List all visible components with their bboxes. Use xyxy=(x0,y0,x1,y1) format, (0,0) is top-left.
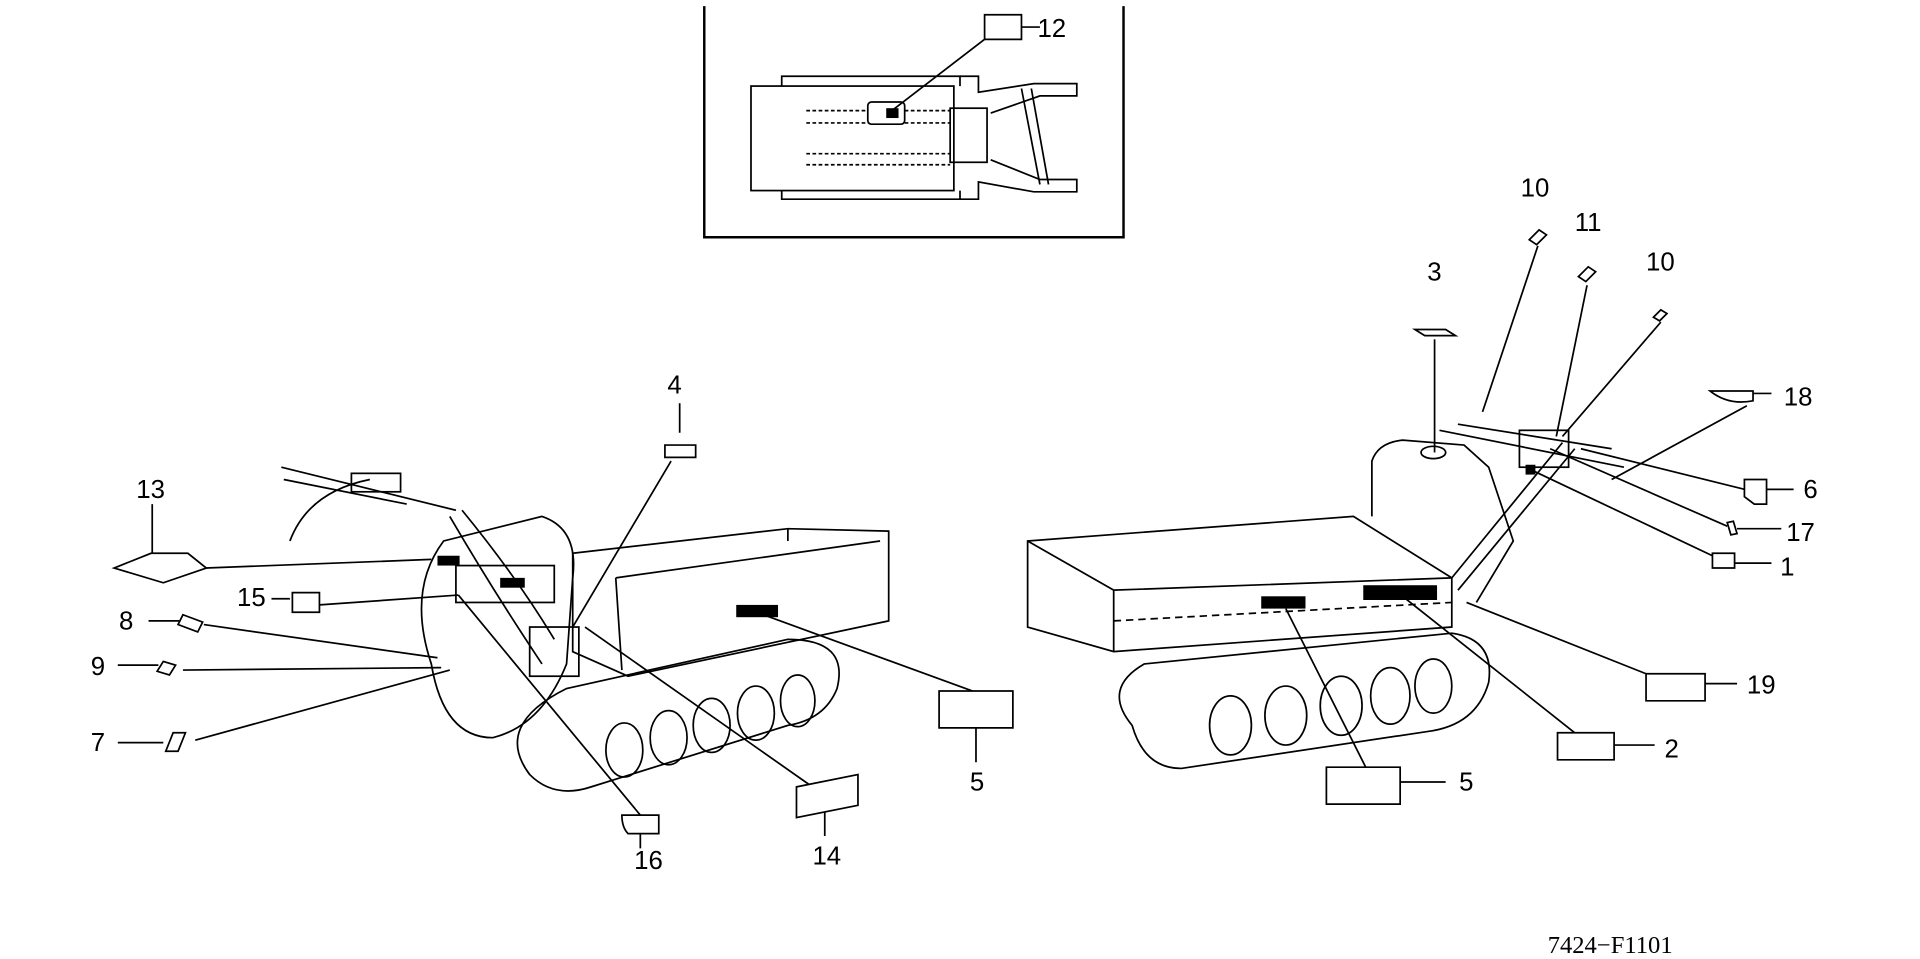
callout-1: 1 xyxy=(1525,466,1794,581)
label-part-icon xyxy=(1556,731,1615,761)
callout-18: 18 xyxy=(1611,384,1813,481)
callout-number: 12 xyxy=(1037,15,1066,43)
label-part-icon xyxy=(176,613,204,634)
label-part-icon xyxy=(938,690,1014,729)
leader-line xyxy=(1525,466,1772,564)
leader-line xyxy=(271,594,459,606)
label-part-icon xyxy=(1645,672,1706,702)
callout-number: 7 xyxy=(91,729,105,757)
callout-7: 7 xyxy=(91,669,450,757)
label-part-icon xyxy=(111,552,209,584)
label-part-icon xyxy=(164,731,187,753)
callout-number: 11 xyxy=(1575,209,1602,237)
label-part-icon xyxy=(983,13,1023,41)
label-part-icon xyxy=(1652,308,1669,322)
callout-10a: 10 xyxy=(1481,175,1550,413)
label-part-icon xyxy=(291,591,321,614)
drawing-code: 7424−F1101 xyxy=(1548,932,1673,959)
leader-line xyxy=(148,620,438,659)
callout-2: 2 xyxy=(1402,595,1679,763)
leader-line xyxy=(1580,447,1794,491)
label-part-icon xyxy=(621,814,660,835)
callout-5b: 5 xyxy=(762,613,1014,797)
label-part-icon xyxy=(1325,766,1402,805)
callout-number: 10 xyxy=(1646,248,1675,276)
label-part-icon xyxy=(1711,552,1736,569)
callout-number: 17 xyxy=(1786,519,1815,547)
label-part-icon xyxy=(1726,520,1739,536)
leader-line xyxy=(1561,321,1662,438)
callout-15: 15 xyxy=(237,584,459,614)
leader-line xyxy=(1481,245,1539,413)
leader-line xyxy=(762,613,977,763)
callout-17: 17 xyxy=(1549,447,1815,547)
leader-line xyxy=(151,504,432,569)
callout-number: 18 xyxy=(1784,384,1813,412)
leader-line xyxy=(457,594,642,849)
callout-13: 13 xyxy=(111,476,432,584)
left-machine-drawing xyxy=(281,466,890,792)
callout-11: 11 xyxy=(1555,209,1602,437)
callout-number: 5 xyxy=(1459,769,1473,797)
callout-number: 3 xyxy=(1427,258,1441,286)
label-part-icon xyxy=(1577,265,1597,283)
right-machine-drawing xyxy=(1026,423,1625,770)
leader-line xyxy=(1549,447,1782,530)
callout-9: 9 xyxy=(91,653,442,681)
callout-number: 16 xyxy=(634,847,663,875)
leader-line xyxy=(117,664,442,671)
callout-layer: 12 10 11 10 3 18 6 17 1 19 2 5 5 4 13 15 89 7 16 14 xyxy=(91,13,1818,875)
callout-12: 12 xyxy=(888,13,1066,114)
callout-number: 5 xyxy=(970,769,984,797)
callout-19: 19 xyxy=(1466,601,1776,702)
leader-line xyxy=(571,403,681,628)
callout-number: 9 xyxy=(91,653,105,681)
label-part-icon xyxy=(1411,328,1459,337)
callout-3: 3 xyxy=(1411,258,1459,453)
leader-line xyxy=(117,669,450,744)
leader-line xyxy=(888,26,1040,114)
label-part-icon xyxy=(1707,390,1754,403)
leader-line xyxy=(1555,285,1588,437)
callout-number: 15 xyxy=(237,584,266,612)
leader-line xyxy=(1611,392,1772,481)
leader-line xyxy=(1466,601,1738,685)
callout-5a: 5 xyxy=(1285,608,1474,805)
callout-number: 19 xyxy=(1747,671,1776,699)
leader-line xyxy=(1285,608,1446,783)
callout-number: 14 xyxy=(812,842,841,870)
leader-line xyxy=(584,626,826,837)
label-part-icon xyxy=(664,444,697,459)
inset-top-view xyxy=(703,6,1125,239)
callout-number: 4 xyxy=(667,371,681,399)
callout-10b: 10 xyxy=(1561,248,1675,438)
callout-14: 14 xyxy=(584,626,859,870)
callout-4: 4 xyxy=(571,371,697,628)
callout-number: 6 xyxy=(1803,476,1817,504)
leader-line xyxy=(1402,595,1655,746)
callout-number: 2 xyxy=(1664,735,1678,763)
callout-16: 16 xyxy=(457,594,663,875)
label-part-icon xyxy=(155,660,177,677)
label-part-icon xyxy=(795,773,859,819)
callout-8: 8 xyxy=(119,607,438,659)
label-part-icon xyxy=(1527,228,1548,246)
callout-6: 6 xyxy=(1580,447,1818,505)
callout-number: 13 xyxy=(136,476,165,504)
callout-number: 1 xyxy=(1780,553,1794,581)
callout-number: 10 xyxy=(1521,175,1550,203)
callout-number: 8 xyxy=(119,607,133,635)
label-part-icon xyxy=(1743,478,1768,505)
